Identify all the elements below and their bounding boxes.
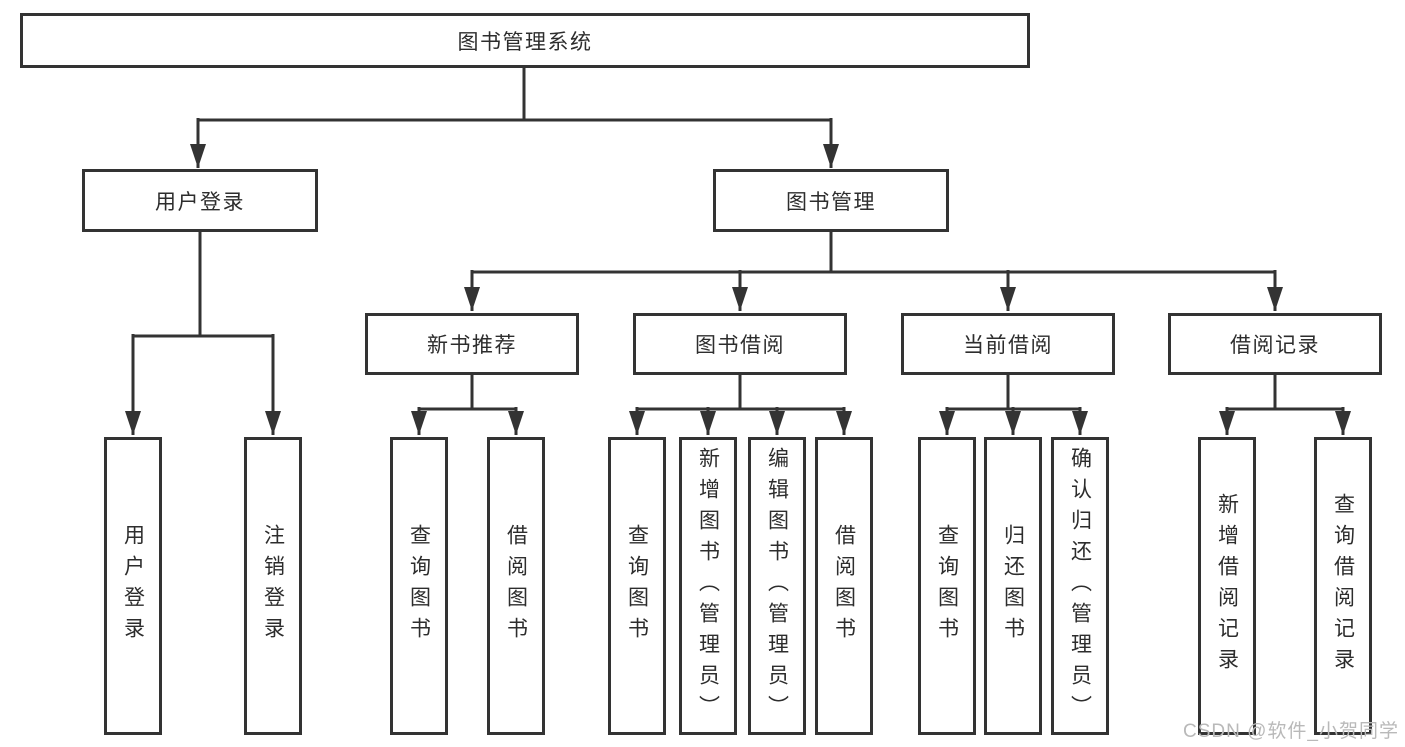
- node-label: 新增图书（管理员）: [696, 446, 720, 726]
- node-new-book-recommendation: 新书推荐: [365, 313, 579, 375]
- node-label: 图书管理: [786, 190, 876, 214]
- leaf-borrow-books-recommend: 借阅图书: [487, 437, 545, 735]
- node-label: 归还图书: [1001, 524, 1025, 648]
- node-label: 新书推荐: [427, 334, 517, 357]
- leaf-edit-books-admin: 编辑图书（管理员）: [748, 437, 806, 735]
- leaf-add-borrow-record: 新增借阅记录: [1198, 437, 1256, 735]
- leaf-borrow-books: 借阅图书: [815, 437, 873, 735]
- node-borrowing-records: 借阅记录: [1168, 313, 1382, 375]
- node-library-management-system: 图书管理系统: [20, 13, 1030, 68]
- node-label: 查询图书: [935, 524, 959, 648]
- node-label: 查询图书: [407, 524, 431, 648]
- node-label: 查询借阅记录: [1331, 493, 1355, 679]
- node-label: 当前借阅: [963, 334, 1053, 357]
- node-label: 用户登录: [121, 524, 145, 648]
- node-label: 用户登录: [155, 190, 245, 214]
- node-label: 图书管理系统: [457, 30, 593, 54]
- node-label: 借阅记录: [1230, 334, 1320, 357]
- leaf-query-books-recommend: 查询图书: [390, 437, 448, 735]
- node-label: 编辑图书（管理员）: [765, 446, 789, 726]
- csdn-watermark: CSDN @软件_小贺同学: [1183, 721, 1399, 742]
- node-current-borrowing: 当前借阅: [901, 313, 1115, 375]
- leaf-add-books-admin: 新增图书（管理员）: [679, 437, 737, 735]
- node-label: 确认归还（管理员）: [1068, 446, 1092, 726]
- node-label: 借阅图书: [832, 524, 856, 648]
- node-user-login: 用户登录: [82, 169, 318, 232]
- node-label: 借阅图书: [504, 524, 528, 648]
- node-book-management: 图书管理: [713, 169, 949, 232]
- node-label: 图书借阅: [695, 334, 785, 357]
- leaf-confirm-return-admin: 确认归还（管理员）: [1051, 437, 1109, 735]
- node-label: 查询图书: [625, 524, 649, 648]
- node-book-borrowing: 图书借阅: [633, 313, 847, 375]
- node-label: 注销登录: [261, 524, 285, 648]
- leaf-return-books: 归还图书: [984, 437, 1042, 735]
- node-label: 新增借阅记录: [1215, 493, 1239, 679]
- leaf-query-books-current: 查询图书: [918, 437, 976, 735]
- leaf-user-login: 用户登录: [104, 437, 162, 735]
- leaf-query-borrow-record: 查询借阅记录: [1314, 437, 1372, 735]
- leaf-query-books-borrow: 查询图书: [608, 437, 666, 735]
- leaf-logout: 注销登录: [244, 437, 302, 735]
